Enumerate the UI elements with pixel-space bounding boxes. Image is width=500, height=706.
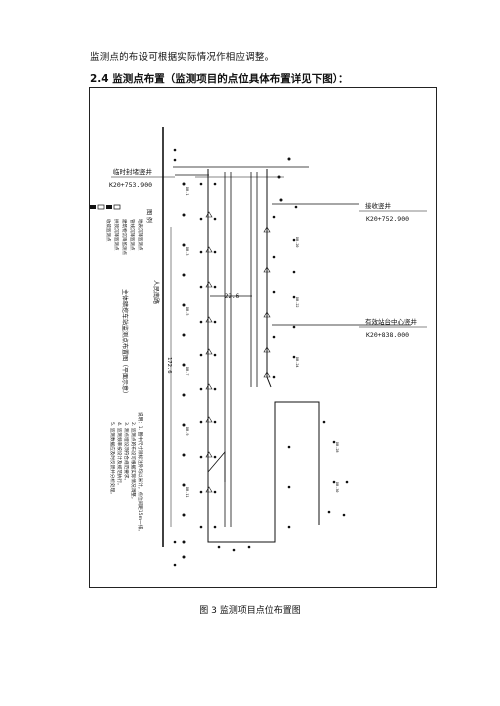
legend: 图 例 地表沉降监测点 管线沉降监测点 建筑物沉降监测点 拱顶沉降监测点 收敛监… [105,209,153,255]
monitoring-points-inner [199,182,217,529]
length-dimension: 172.6 [166,357,172,374]
note-line: 4. 监测频率按设计及规范执行。 [116,422,123,488]
monitoring-layout-drawing: 22.6 172.6 临时封堵竖井 K20+753.900 接收竖井 K20+7… [90,127,427,567]
station-outline-right [266,169,272,388]
right-lower-mileage: K20+838.000 [366,331,409,339]
width-dimension: 22.6 [225,293,240,300]
right-upper-label: 接收竖井 [365,201,392,210]
legend-symbol [97,204,105,210]
svg-text:DB-20: DB-20 [295,237,299,248]
svg-text:DB-7: DB-7 [185,367,189,375]
legend-symbol [106,205,112,209]
note-line: 5. 监测数据应及时反馈并分析处理。 [109,422,116,497]
svg-text:DB-30: DB-30 [335,482,339,493]
road-label: 人民南路 [152,280,160,304]
right-upper-mileage: K20+752.900 [366,215,409,223]
svg-text:DB-9: DB-9 [185,427,189,435]
legend-symbol [90,205,96,209]
svg-text:DB-3: DB-3 [185,247,189,255]
intro-text: 监测点的布设可根据实际情况作相应调整。 [90,52,275,63]
legend-symbol [113,204,121,210]
section-heading: 2.4 监测点布置（监测项目的点位具体布置详见下图）： [90,73,349,85]
legend-item: 拱顶沉降监测点 [113,219,120,251]
svg-text:DB-5: DB-5 [185,307,189,315]
svg-text:DB-22: DB-22 [295,297,299,308]
legend-item: 管线沉降监测点 [129,219,136,251]
left-well-label: 临时封堵竖井 [113,167,153,176]
legend-item: 收敛监测点 [105,219,112,242]
drawing-frame [89,87,437,588]
monitoring-points-right [217,157,349,552]
svg-text:DB-1: DB-1 [185,187,189,195]
plan-title: 主体暗挖车站监测点布置图（平面示意） [121,289,129,397]
right-lower-label: 有效站台中心竖井 [365,317,418,326]
monitoring-points-left [173,148,186,567]
station-outline-left [207,169,320,543]
figure-caption: 图 3 监测项目点位布置图 [199,606,301,616]
legend-item: 地表沉降监测点 [137,219,144,251]
crown-settlement-points [205,211,271,493]
svg-text:DB-11: DB-11 [185,487,189,498]
note-line: 2. 监测点的布设可根据实际情况调整。 [130,422,137,501]
note-line: 3. 测点埋设须符合规范要求。 [123,422,130,483]
svg-text:DB-24: DB-24 [295,357,299,368]
point-id-labels: DB-1 DB-3 DB-5 DB-7 DB-9 DB-11 DB-20 DB-… [185,187,339,498]
legend-title: 图 例 [145,209,153,223]
left-well-mileage: K20+753.900 [109,181,152,189]
note-line: 说明：1. 图中尺寸除标注外均以米计，点位间距15m一排。 [137,412,144,534]
legend-item: 建筑物沉降监测点 [121,219,128,255]
svg-text:DB-28: DB-28 [335,442,339,453]
